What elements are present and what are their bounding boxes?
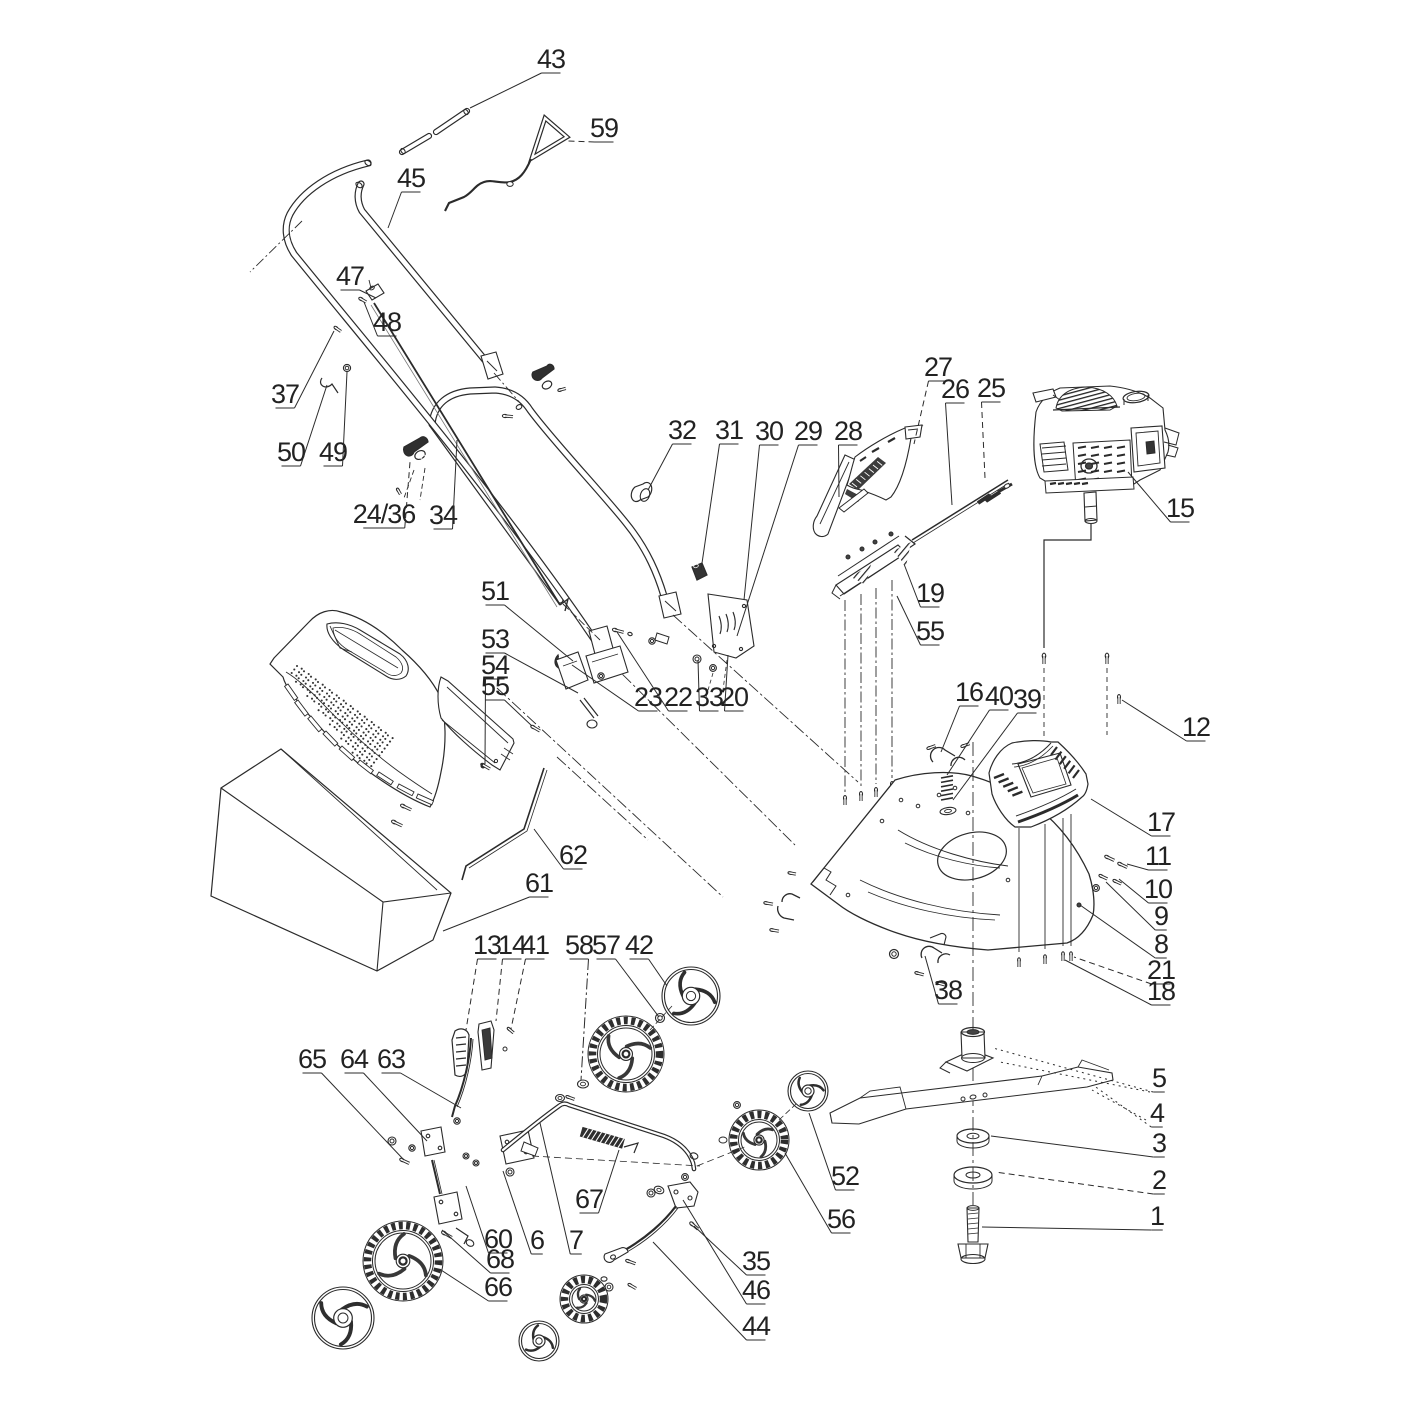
svg-text:39: 39 (1013, 684, 1041, 714)
svg-text:27: 27 (924, 352, 952, 382)
svg-text:58: 58 (565, 930, 593, 960)
svg-text:9: 9 (1154, 901, 1168, 931)
svg-text:8: 8 (1154, 929, 1168, 959)
svg-text:2: 2 (1152, 1165, 1166, 1195)
svg-text:18: 18 (1147, 976, 1175, 1006)
svg-text:31: 31 (715, 415, 743, 445)
svg-text:64: 64 (340, 1044, 369, 1074)
svg-text:55: 55 (481, 671, 509, 701)
svg-text:68: 68 (486, 1244, 514, 1274)
svg-text:6: 6 (530, 1225, 544, 1255)
svg-text:19: 19 (916, 578, 944, 608)
svg-text:61: 61 (525, 868, 553, 898)
svg-text:26: 26 (941, 374, 969, 404)
svg-text:15: 15 (1166, 493, 1194, 523)
svg-text:63: 63 (377, 1044, 405, 1074)
svg-text:43: 43 (537, 44, 565, 74)
svg-text:11: 11 (1145, 841, 1171, 871)
svg-text:22: 22 (664, 682, 692, 712)
svg-text:13: 13 (473, 930, 501, 960)
svg-text:23: 23 (634, 682, 662, 712)
svg-text:45: 45 (397, 163, 425, 193)
svg-text:52: 52 (831, 1161, 859, 1191)
svg-text:62: 62 (559, 840, 587, 870)
svg-text:59: 59 (590, 113, 618, 143)
svg-text:1: 1 (1150, 1201, 1164, 1231)
svg-text:57: 57 (592, 930, 620, 960)
svg-text:40: 40 (985, 681, 1013, 711)
svg-text:35: 35 (742, 1246, 770, 1276)
svg-text:12: 12 (1182, 712, 1210, 742)
svg-text:29: 29 (794, 416, 822, 446)
svg-text:28: 28 (834, 416, 862, 446)
svg-text:20: 20 (720, 682, 748, 712)
svg-text:50: 50 (277, 437, 305, 467)
svg-text:41: 41 (521, 930, 549, 960)
svg-text:32: 32 (668, 415, 696, 445)
svg-text:38: 38 (934, 975, 962, 1005)
svg-text:4: 4 (1150, 1098, 1165, 1128)
svg-text:48: 48 (373, 307, 401, 337)
svg-text:42: 42 (625, 930, 653, 960)
svg-text:65: 65 (298, 1044, 326, 1074)
svg-text:55: 55 (916, 616, 944, 646)
svg-text:53: 53 (481, 624, 509, 654)
svg-text:51: 51 (481, 576, 509, 606)
svg-text:47: 47 (336, 261, 364, 291)
svg-text:60: 60 (484, 1224, 512, 1254)
svg-text:7: 7 (569, 1225, 583, 1255)
svg-text:16: 16 (955, 677, 983, 707)
svg-text:66: 66 (484, 1272, 512, 1302)
svg-text:17: 17 (1147, 807, 1175, 837)
svg-text:46: 46 (742, 1275, 770, 1305)
svg-text:44: 44 (742, 1311, 771, 1341)
svg-text:56: 56 (827, 1204, 855, 1234)
svg-text:25: 25 (977, 373, 1005, 403)
svg-text:30: 30 (755, 416, 783, 446)
svg-text:54: 54 (481, 650, 510, 680)
svg-text:37: 37 (271, 379, 299, 409)
svg-text:21: 21 (1147, 955, 1175, 985)
svg-text:5: 5 (1152, 1063, 1166, 1093)
svg-text:10: 10 (1144, 874, 1172, 904)
svg-text:14: 14 (498, 930, 527, 960)
svg-text:67: 67 (575, 1184, 603, 1214)
svg-text:3: 3 (1152, 1128, 1166, 1158)
